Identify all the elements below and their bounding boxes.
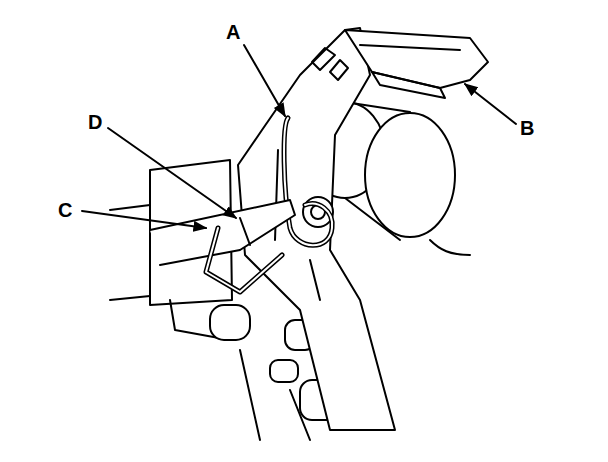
leader-line	[108, 128, 236, 218]
leader-line	[465, 84, 516, 124]
callout-letter: A	[226, 22, 240, 42]
leader-line	[244, 45, 285, 116]
callout-letter: D	[88, 112, 102, 132]
callout-letter: C	[58, 200, 72, 220]
leader-line	[82, 211, 206, 228]
callout-letter: B	[520, 118, 534, 138]
